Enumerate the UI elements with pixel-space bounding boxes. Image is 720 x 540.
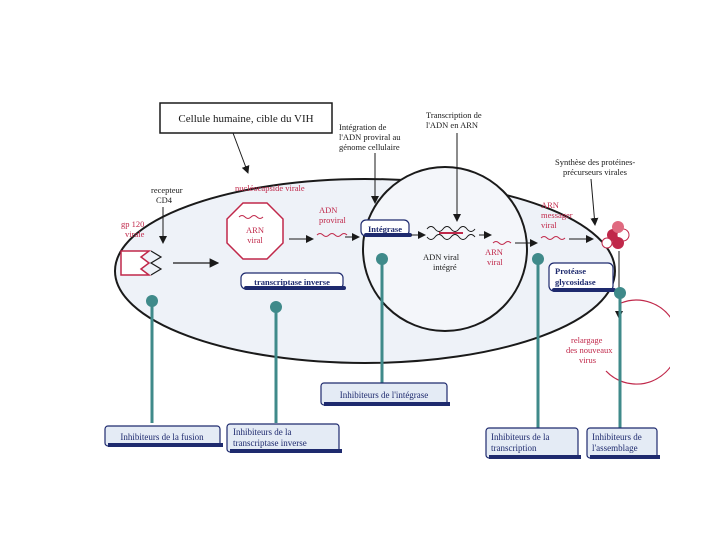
inhibitor-assembly-label-2: l'assemblage	[592, 443, 638, 453]
release-label-1: relargage	[571, 335, 603, 345]
inhibitor-integrase-box: Inhibiteurs de l'intégrase	[320, 382, 450, 406]
inhibitor-transcriptase-label-1: Inhibiteurs de la	[233, 427, 291, 437]
integrated-dna-label-1: ADN viral	[423, 252, 460, 262]
gp120-label-2: virale	[125, 229, 145, 239]
mrna-wave	[540, 236, 566, 240]
transcriptase-label: transcriptase inverse	[254, 277, 330, 287]
nucleocapsid-octagon	[226, 202, 284, 260]
integration-label-3: génome cellulaire	[339, 142, 400, 152]
diagram-canvas: Cellule humaine, cible du VIH Intégratio…	[104, 102, 680, 459]
synthesis-label-2: précurseurs virales	[563, 167, 627, 177]
gp120-label-1: gp 120	[121, 219, 144, 229]
inhibitor-transcription-label-2: transcription	[491, 443, 537, 453]
nuclear-rna-wave	[492, 241, 512, 245]
viral-rna-label-1: ARN	[246, 225, 264, 235]
integrase-label: Intégrase	[368, 224, 402, 234]
inhibitor-transcriptase-label-2: transcriptase inverse	[233, 438, 307, 448]
title-arrow	[232, 132, 250, 174]
transcription-label-2: l'ADN en ARN	[426, 120, 478, 130]
virus-gp120-shape	[120, 250, 152, 276]
receptor-label-1: recepteur	[151, 185, 183, 195]
receptor-label-2: CD4	[156, 195, 173, 205]
proviral-dna-label-1: ADN	[319, 205, 337, 215]
title-text: Cellule humaine, cible du VIH	[178, 113, 313, 125]
inhibitor-transcription-label-1: Inhibiteurs de la	[491, 432, 549, 442]
proviral-dna-label-2: proviral	[319, 215, 347, 225]
synthesis-arrow	[590, 178, 599, 226]
transcription-label-1: Transcription de	[426, 110, 482, 120]
title-box	[159, 102, 333, 134]
release-label-2: des nouveaux	[566, 345, 613, 355]
nuclear-rna-label-1: ARN	[485, 247, 503, 257]
inhibitor-transcription-box: Inhibiteurs de la transcription	[485, 427, 581, 459]
protease-box-shadow	[552, 288, 616, 292]
inhibitor-stems	[150, 259, 622, 428]
cell-nucleus	[362, 166, 528, 332]
integration-label-1: Intégration de	[339, 122, 387, 132]
transcriptase-box-shadow	[244, 286, 346, 290]
viral-protein-cluster	[601, 221, 630, 249]
inhibitor-fusion-label: Inhibiteurs de la fusion	[120, 432, 204, 442]
inhibitor-transcriptase-box: Inhibiteurs de la transcriptase inverse	[226, 423, 342, 453]
inhibitor-dots	[146, 253, 626, 313]
mrna-label-1: ARN	[541, 200, 559, 210]
mrna-label-3: viral	[541, 220, 557, 230]
rna-wave	[238, 215, 264, 219]
release-circle	[605, 299, 680, 385]
inhibitor-fusion-box: Inhibiteurs de la fusion	[104, 425, 223, 447]
host-dna-strand-2	[426, 234, 476, 240]
host-dna-strand-1	[426, 226, 476, 232]
integrated-dna-label-2: intégré	[433, 262, 457, 272]
inhibitor-assembly-label-1: Inhibiteurs de	[592, 432, 642, 442]
mrna-label-2: messager	[541, 210, 573, 220]
viral-rna-label-2: viral	[247, 235, 263, 245]
nucleocapsid-label: nucléocapside virale	[235, 183, 305, 193]
integration-label-2: l'ADN proviral au	[339, 132, 401, 142]
hiv-lifecycle-diagram: Cellule humaine, cible du VIH Intégratio…	[93, 93, 680, 467]
protease-label-2: glycosidase	[555, 277, 596, 287]
synthesis-label-1: Synthèse des protéines-	[555, 157, 635, 167]
protease-label-1: Protéase	[555, 266, 586, 276]
release-label-3: virus	[579, 355, 596, 365]
inhibitor-assembly-box: Inhibiteurs de l'assemblage	[586, 427, 660, 459]
integrase-box-shadow	[364, 233, 412, 237]
proviral-dna-wave	[316, 233, 348, 237]
cd4-receptor-shape	[149, 250, 163, 276]
inhibitor-integrase-label: Inhibiteurs de l'intégrase	[340, 390, 429, 400]
nuclear-rna-label-2: viral	[487, 257, 503, 267]
